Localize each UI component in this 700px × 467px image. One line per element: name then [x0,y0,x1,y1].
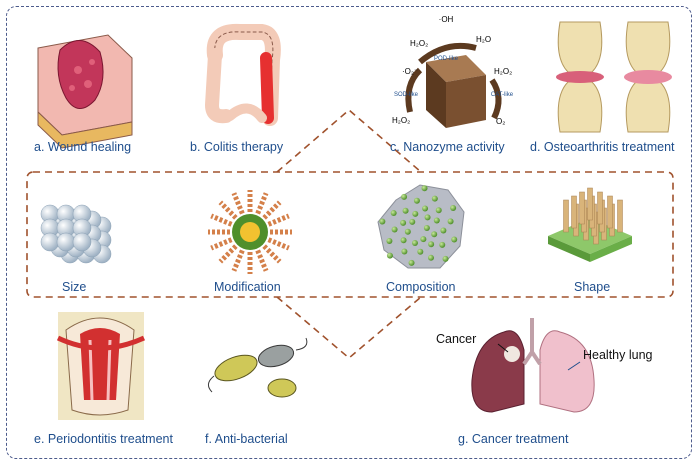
cat-like-label: CAT-like [491,92,514,98]
sod-like-label: SOD-like [394,92,419,98]
caption-osteoarthritis: d. Osteoarthritis treatment [530,140,675,154]
wound-illustration [37,34,133,149]
lungs-illustration [471,318,595,413]
h2o2-bottom-left-label: H₂O₂ [392,116,410,125]
diamond-connector [276,108,422,360]
tooth-illustration [56,312,146,420]
properties-dashed-box [26,171,674,298]
h2o-label: H₂O [476,35,491,44]
composition-polyhedron [377,184,465,269]
cancer-annotation: Cancer [436,332,477,346]
pod-like-label: POD-like [434,56,459,62]
modification-particle [208,190,292,274]
caption-wound-healing: a. Wound healing [34,140,132,154]
outer-dashed-frame [6,6,692,459]
shape-pillar-array [548,187,632,262]
size-ball-stack [40,204,112,264]
property-shape: Shape [574,280,611,294]
nanozyme-cube: ·OH H₂O₂ H₂O POD-like ·O₂⁻ SOD-like H₂O₂… [392,15,514,128]
caption-colitis-therapy: b. Colitis therapy [190,140,284,154]
h2o2-top-left-label: H₂O₂ [410,39,428,48]
caption-anti-bacterial: f. Anti-bacterial [205,432,288,446]
o2-label: O₂ [496,117,505,126]
bacteria-illustration [208,337,308,398]
property-modification: Modification [214,280,281,294]
property-composition: Composition [386,280,456,294]
healthy-lung-annotation: Healthy lung [583,348,653,362]
superoxide-label: ·O₂⁻ [402,67,418,76]
property-size: Size [62,280,87,294]
h2o2-right-label: H₂O₂ [494,67,512,76]
caption-cancer-treatment: g. Cancer treatment [458,432,569,446]
knee-joints-illustration [556,21,672,133]
caption-periodontitis: e. Periodontitis treatment [34,432,173,446]
caption-nanozyme-activity: c. Nanozyme activity [390,140,505,154]
oh-radical-label: ·OH [439,15,454,24]
colon-illustration [204,23,281,126]
